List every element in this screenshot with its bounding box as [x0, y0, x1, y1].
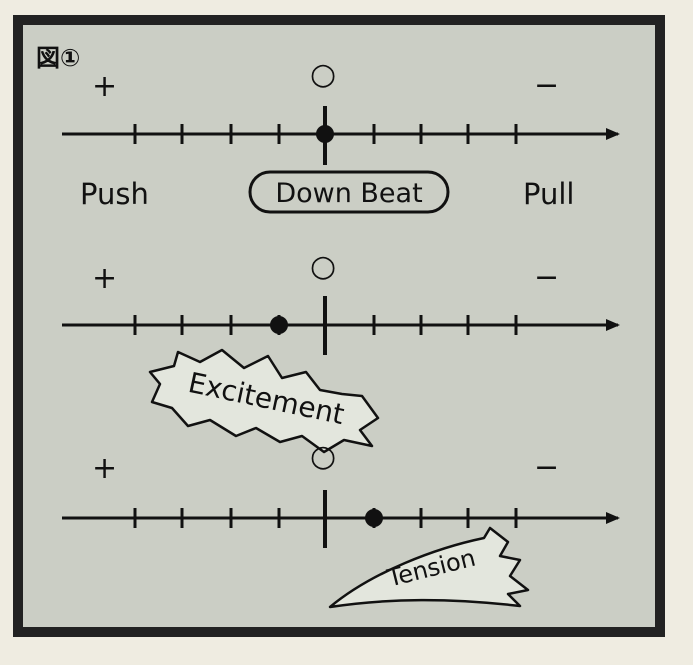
circle-marker: ○ [310, 57, 336, 92]
axis-row-1: + − ○ Push Down Beat Pull [62, 57, 620, 214]
down-beat-box [248, 170, 450, 214]
plus-sign: + [92, 69, 117, 104]
minus-sign: − [534, 68, 559, 103]
circle-marker: ○ [310, 439, 336, 474]
minus-sign: − [534, 450, 559, 485]
minus-sign: − [534, 260, 559, 295]
beat-dot [365, 509, 383, 527]
push-label: Push [80, 177, 149, 211]
plus-sign: + [92, 451, 117, 486]
excitement-burst [148, 348, 380, 454]
figure-label: 図① [36, 44, 80, 72]
beat-dot [316, 125, 334, 143]
pull-label: Pull [523, 177, 574, 211]
plus-sign: + [92, 261, 117, 296]
down-beat-label: Down Beat [275, 178, 422, 209]
circle-marker: ○ [310, 249, 336, 284]
tension-shape [328, 526, 530, 609]
beat-dot [270, 316, 288, 334]
